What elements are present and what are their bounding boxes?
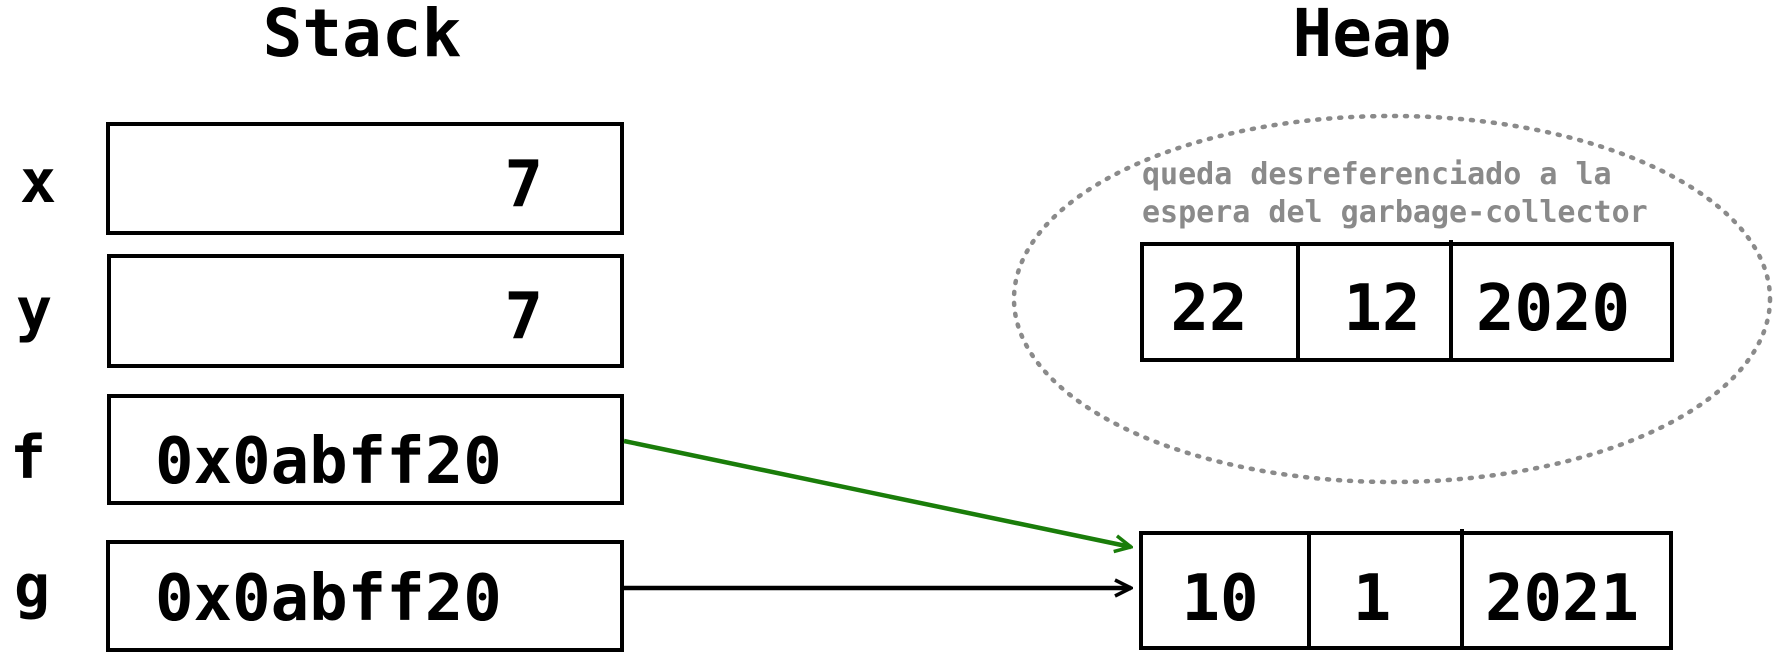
heap-live-cell-2: 2021: [1485, 562, 1639, 636]
stack-cell-g: [106, 540, 624, 652]
heap-orphan-cell-2: 2020: [1476, 272, 1630, 346]
variable-name-x: x: [20, 147, 56, 217]
stack-value-x: 7: [504, 148, 543, 222]
heap-title: Heap: [1293, 0, 1452, 72]
variable-name-f: f: [10, 423, 46, 493]
stack-row-f: f 0x0abff20: [10, 394, 624, 505]
heap-orphan-cell-0: 22: [1170, 272, 1247, 346]
stack-value-f: 0x0abff20: [155, 425, 502, 499]
heap-orphan-cell-1: 12: [1343, 272, 1420, 346]
stack-row-x: x 7: [20, 122, 624, 235]
heap-array-orphan: 22 12 2020: [1140, 240, 1674, 362]
heap-array-orphan-box: [1140, 242, 1674, 362]
heap-array-live: 10 1 2021: [1139, 529, 1673, 650]
heap-live-cell-1: 1: [1353, 562, 1392, 636]
variable-name-g: g: [14, 552, 50, 622]
stack-cell-f: [107, 394, 624, 505]
stack-cell-x: [106, 122, 624, 235]
garbage-region-ellipse: [1011, 113, 1773, 485]
stack-row-g: g 0x0abff20: [14, 540, 624, 652]
stack-title: Stack: [263, 0, 462, 72]
stack-cell-y: [107, 254, 624, 368]
heap-array-live-box: [1139, 531, 1673, 650]
heap-live-cell-0: 10: [1181, 562, 1258, 636]
stack-value-y: 7: [504, 280, 543, 354]
pointer-arrow-f: [623, 438, 1131, 547]
stack-value-g: 0x0abff20: [155, 562, 502, 636]
variable-name-y: y: [16, 275, 52, 345]
stack-row-y: y 7: [16, 254, 624, 368]
garbage-note-line1: queda desreferenciado a la: [1142, 157, 1612, 192]
garbage-note-line2: espera del garbage-collector: [1142, 195, 1648, 230]
